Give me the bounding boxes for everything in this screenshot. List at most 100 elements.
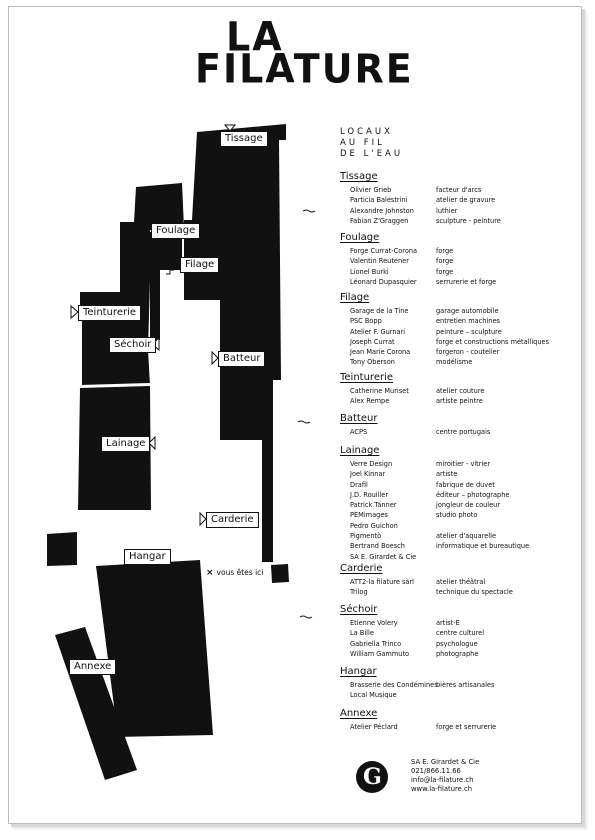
map-label-teinturerie[interactable]: Teinturerie: [78, 305, 142, 321]
section-title[interactable]: Hangar: [340, 666, 377, 677]
map-label-filage[interactable]: Filage: [180, 257, 220, 273]
tenant-name: Olivier Grieb: [350, 186, 392, 194]
tenant-row: Gabriella Trinco psychologue: [340, 639, 570, 649]
footer-email[interactable]: info@la-filature.ch: [411, 776, 474, 784]
tenant-name: Jean Marie Corona: [350, 348, 411, 357]
tenant-activity: fabrique de duvet: [436, 480, 495, 489]
map-label-foulage[interactable]: Foulage: [151, 223, 201, 239]
tenant-row: PSC Bopp entretien machines: [340, 316, 570, 326]
footer-web[interactable]: www.la-filature.ch: [411, 785, 473, 793]
section-title[interactable]: Tissage: [340, 171, 378, 182]
tenant-row: Local Musique: [340, 690, 570, 700]
section-title[interactable]: Lainage: [340, 445, 380, 456]
map-label-hangar[interactable]: Hangar: [124, 549, 171, 565]
map-label-tissage[interactable]: Tissage: [220, 131, 268, 147]
tenant-name: Bertrand Boesch: [350, 542, 405, 551]
building-foulage: [80, 183, 184, 385]
tenant-activity: atelier d'aquarelle: [436, 532, 496, 541]
tenant-name: J.D. Rouiller: [350, 490, 389, 499]
tenant-row: Pigmentò atelier d'aquarelle: [340, 531, 570, 541]
map-label-carderie[interactable]: Carderie: [206, 512, 259, 528]
tenant-activity: forge et constructions métalliques: [436, 337, 550, 346]
heading-line-3: DE L'EAU: [340, 149, 404, 159]
locaux-heading: LOCAUX AU FIL DE L'EAU: [340, 127, 403, 160]
tenant-activity: atelier théâtral: [436, 578, 486, 586]
tenant-activity: artiste: [436, 470, 458, 479]
tenant-name: PEMimages: [350, 511, 388, 520]
cross-icon: ×: [206, 568, 214, 578]
tenant-activity: atelier couture: [436, 387, 485, 395]
tenant-row: ATT2-la filature sàrl atelier théâtral: [340, 577, 570, 587]
tenant-activity: centre portugais: [436, 428, 491, 436]
tenant-name: Léonard Dupasquier: [350, 277, 417, 286]
tenant-row: Lionel Burki forge: [340, 267, 570, 277]
tenant-name: Joel Kinnar: [350, 470, 386, 479]
tenant-row: Pedro Guichon: [340, 521, 570, 531]
tenant-row: PEMimages studio photo: [340, 510, 570, 520]
tenant-activity: informatique et bureautique: [436, 542, 530, 551]
section-title[interactable]: Filage: [340, 292, 370, 303]
tenant-name: Catherine Muriset: [350, 387, 409, 395]
tenant-activity: facteur d'arcs: [436, 186, 482, 194]
tenant-row: Olivier Grieb facteur d'arcs: [340, 185, 570, 195]
tenant-row: Joel Kinnar artiste: [340, 469, 570, 479]
map-label-sechoir[interactable]: Séchoir: [109, 337, 157, 353]
section-title[interactable]: Carderie: [340, 563, 383, 574]
tenant-activity: entretien machines: [436, 317, 500, 326]
tenant-name: Lionel Burki: [350, 267, 389, 276]
tenant-row: Verre Design miroitier - vitrier: [340, 459, 570, 469]
tenant-activity: psychologue: [436, 639, 478, 648]
tenant-row: Catherine Muriset atelier couture: [340, 386, 570, 396]
building-small-left: [47, 532, 77, 566]
heading-line-1: LOCAUX: [340, 127, 393, 137]
tenant-activity: atelier de gravure: [436, 196, 496, 205]
tenant-name: Verre Design: [350, 460, 393, 468]
section-title[interactable]: Annexe: [340, 708, 378, 719]
map-label-annexe[interactable]: Annexe: [69, 659, 117, 675]
tenant-activity: miroitier - vitrier: [436, 460, 491, 468]
tenant-row: Alex Rempe artiste peintre: [340, 396, 570, 406]
tenant-name: Garage de la Tine: [350, 307, 409, 315]
tenant-name: PSC Bopp: [350, 317, 382, 326]
tenant-name: Alex Rempe: [350, 397, 390, 406]
section-title[interactable]: Séchoir: [340, 604, 378, 615]
heading-line-2: AU FIL: [340, 138, 385, 148]
tenant-name: La Bille: [350, 629, 374, 638]
tenant-name: Valentin Reutener: [350, 257, 409, 266]
section-title[interactable]: Teinturerie: [340, 372, 394, 383]
footer-phone[interactable]: 021/866.11.66: [411, 767, 461, 775]
tenant-row: SA E. Girardet & Cie: [340, 552, 570, 562]
tenant-name: Forge Currat-Corona: [350, 247, 418, 255]
tenant-activity: artiste peintre: [436, 397, 483, 406]
section-title[interactable]: Batteur: [340, 413, 378, 424]
tenant-activity: photographe: [436, 649, 479, 658]
map-label-lainage[interactable]: Lainage: [101, 436, 151, 452]
tenant-name: ATT2-la filature sàrl: [350, 578, 415, 586]
tenant-activity: forge: [436, 267, 454, 276]
girardet-logo-icon: G: [356, 761, 388, 793]
tenant-name: Tony Oberson: [350, 358, 395, 367]
tenant-name: Trilog: [350, 588, 368, 597]
tenant-activity: studio photo: [436, 511, 478, 520]
tenant-name: Gabriella Trinco: [350, 639, 402, 648]
tenant-row: Bertrand Boesch informatique et bureautiq…: [340, 541, 570, 551]
tenant-name: Drafil: [350, 480, 368, 489]
map-label-batteur[interactable]: Batteur: [218, 351, 266, 367]
tenant-name: Pigmentò: [350, 532, 382, 541]
section-title[interactable]: Foulage: [340, 232, 380, 243]
tenant-name: Atelier F. Gurnari: [350, 327, 406, 336]
